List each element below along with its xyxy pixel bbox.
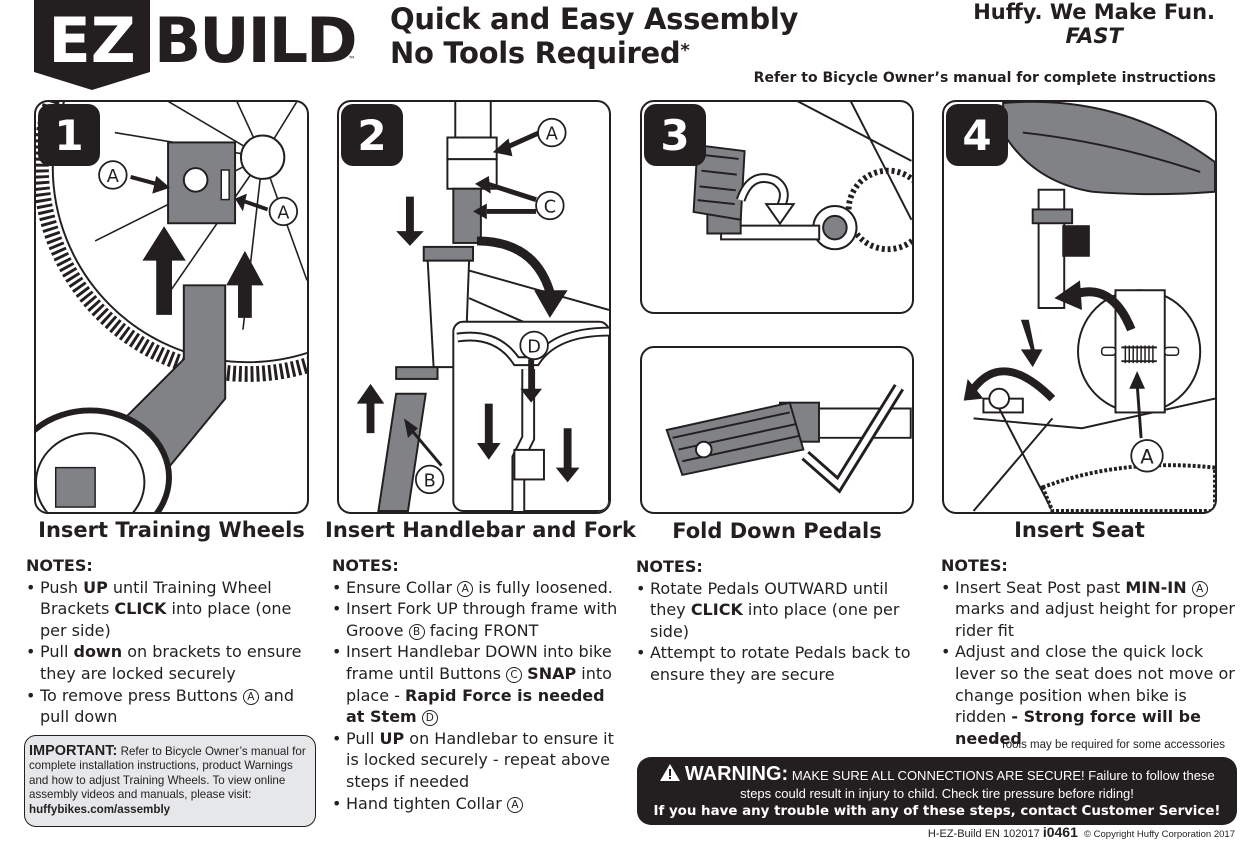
warning-triangle-icon [660,764,681,781]
logo-ez-text: EZ [48,4,135,77]
step-1-illustration: 1 A A [34,100,309,514]
step-3-notes: NOTES: Rotate Pedals OUTWARD until they … [636,556,926,686]
callout-a: A [107,167,119,187]
callout-a: A [277,203,289,223]
copyright: © Copyright Huffy Corporation 2017 [1084,829,1235,840]
note-item: Insert Fork UP through frame with Groove… [332,598,622,641]
step-2-notes: NOTES: Ensure Collar A is fully loosened… [332,555,622,814]
step-4-notes: NOTES: Insert Seat Post past MIN-IN A ma… [941,555,1236,749]
important-body: Refer to Bicycle Owner’s manual for comp… [29,745,306,802]
note-item: Insert Handlebar DOWN into bike frame un… [332,641,622,727]
callout-c: C [506,666,523,683]
step-2-illustration: 2 A C B [337,100,611,514]
callout-a: A [242,688,259,705]
doc-code: i0461 [1042,824,1078,840]
notes-heading: NOTES: [332,556,399,575]
warning-contact: If you have any trouble with any of thes… [653,804,1221,819]
pedal-locked-drawing [665,383,912,494]
step-2-title: Insert Handlebar and Fork [325,518,636,542]
note-item: Attempt to rotate Pedals back to ensure … [636,642,926,685]
notes-heading: NOTES: [636,557,703,576]
warning-heading: WARNING: [684,763,789,785]
warning-body: MAKE SURE ALL CONNECTIONS ARE SECURE! Fa… [740,768,1215,801]
assembly-url: huffybikes.com/assembly [29,802,171,816]
callout-a: A [1191,580,1208,597]
logo-tm: ™ [348,55,356,64]
brand-block: Huffy. We Make Fun. FAST [973,0,1215,48]
callout-b: B [424,471,436,491]
callout-d: D [421,710,438,727]
important-heading: IMPORTANT: [29,743,118,759]
warning-banner: WARNING: MAKE SURE ALL CONNECTIONS ARE S… [637,757,1237,825]
ez-build-logo: EZ BUILD ™ [34,0,358,90]
step-3-number: 3 [644,104,706,166]
note-item: Push UP until Training Wheel Brackets CL… [26,577,312,642]
handlebar-fork-drawing: A C B D [356,102,609,512]
step-1-number: 1 [38,104,100,166]
callout-a: A [506,796,523,813]
step-4-number: 4 [946,104,1008,166]
refer-manual-text: Refer to Bicycle Owner’s manual for comp… [753,70,1216,86]
note-item: Insert Seat Post past MIN-IN A marks and… [941,577,1236,642]
note-item: Adjust and close the quick lock lever so… [941,641,1236,749]
step-3-illustration: 3 [640,100,914,314]
brand-tagline: Huffy. We Make Fun. [973,0,1215,24]
step-1-notes: NOTES: Push UP until Training Wheel Brac… [26,555,312,728]
step-3-title: Fold Down Pedals [672,519,882,543]
note-item: To remove press Buttons A and pull down [26,685,312,728]
note-item: Rotate Pedals OUTWARD until they CLICK i… [636,578,926,643]
step-3-check-illustration [640,346,914,514]
callout-d: D [527,337,541,357]
callout-a: A [546,124,558,144]
seat-post-drawing: A [963,102,1215,512]
brand-fast: FAST [1065,24,1123,48]
logo-build-text: BUILD [154,4,356,77]
step-2-number: 2 [341,104,403,166]
step-4-illustration: 4 A [942,100,1217,514]
note-item: Hand tighten Collar A [332,793,622,815]
important-notice: IMPORTANT: Refer to Bicycle Owner’s manu… [24,735,316,827]
pedal-fold-drawing [692,102,912,253]
notes-heading: NOTES: [941,556,1008,575]
notes-heading: NOTES: [26,556,93,575]
note-item: Pull down on brackets to ensure they are… [26,641,312,684]
callout-c: C [544,197,556,217]
training-wheel-drawing: A A [36,102,307,512]
note-item: Ensure Collar A is fully loosened. [332,577,622,599]
note-item: Pull UP on Handlebar to ensure it is loc… [332,728,622,793]
step-4-title: Insert Seat [1014,518,1145,542]
doc-id: H-EZ-Build EN 102017 [927,828,1043,840]
callout-a: A [1140,446,1154,469]
headline: Quick and Easy Assembly No Tools Require… [390,2,798,70]
step-1-title: Insert Training Wheels [38,518,305,542]
tools-footnote: * Tools may be required for some accesso… [992,739,1225,751]
document-footer: H-EZ-Build EN 102017 i0461 © Copyright H… [928,824,1235,840]
headline-line-2: No Tools Required* [390,36,690,70]
callout-b: B [408,623,425,640]
callout-a: A [457,580,474,597]
headline-line-1: Quick and Easy Assembly [390,2,799,36]
